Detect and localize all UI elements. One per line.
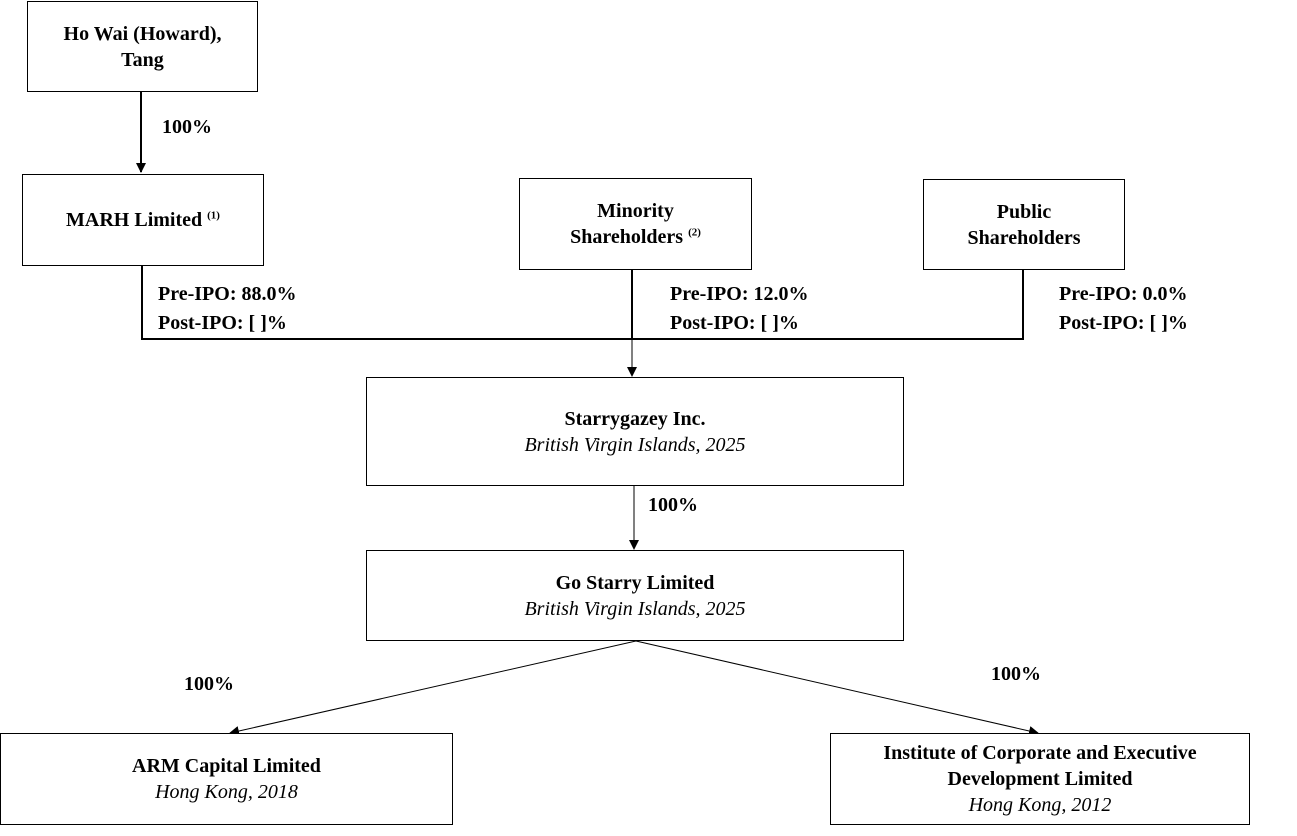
entity-icedl: Institute of Corporate and Executive Dev… [830, 733, 1250, 825]
arrow-gostarry-to-arm [229, 640, 637, 736]
entity-marh: MARH Limited (1) [22, 174, 264, 266]
pre-ipo-label: Pre-IPO: 0.0% [1059, 283, 1188, 305]
minority-ownership: Pre-IPO: 12.0% Post-IPO: [ ]% [670, 280, 809, 338]
post-ipo-label: Post-IPO: [ ]% [670, 312, 799, 334]
marh-ownership: Pre-IPO: 88.0% Post-IPO: [ ]% [158, 280, 297, 338]
entity-minority-shareholders: Minority Shareholders (2) [519, 178, 752, 270]
entity-name: MARH Limited [66, 209, 203, 231]
entity-name: Public Shareholders [967, 200, 1081, 249]
pre-ipo-label: Pre-IPO: 12.0% [670, 283, 809, 305]
post-ipo-label: Post-IPO: [ ]% [158, 312, 287, 334]
entity-detail: Hong Kong, 2012 [968, 794, 1112, 816]
footnote-marker: (1) [207, 209, 220, 222]
entity-name: ARM Capital Limited [132, 755, 321, 777]
pct-howard-to-marh: 100% [162, 116, 212, 138]
footnote-marker: (2) [688, 226, 701, 239]
entity-public-shareholders: Public Shareholders [923, 179, 1125, 270]
entity-go-starry: Go Starry Limited British Virgin Islands… [366, 550, 904, 641]
entity-name: Minority Shareholders [570, 200, 684, 248]
entity-name: Starrygazey Inc. [564, 407, 706, 430]
entity-detail: British Virgin Islands, 2025 [524, 433, 746, 456]
pct-starrygazey-to-gostarry: 100% [648, 494, 698, 516]
pct-gostarry-to-arm: 100% [184, 673, 234, 695]
entity-howard: Ho Wai (Howard), Tang [27, 1, 258, 92]
arrow-gostarry-to-icedl [635, 640, 1039, 736]
entity-arm-capital: ARM Capital Limited Hong Kong, 2018 [0, 733, 453, 825]
entity-name: Ho Wai (Howard), Tang [63, 22, 222, 71]
entity-name: Go Starry Limited [555, 571, 715, 594]
post-ipo-label: Post-IPO: [ ]% [1059, 312, 1188, 334]
entity-starrygazey: Starrygazey Inc. British Virgin Islands,… [366, 377, 904, 486]
pre-ipo-label: Pre-IPO: 88.0% [158, 283, 297, 305]
entity-detail: British Virgin Islands, 2025 [524, 597, 746, 620]
entity-detail: Hong Kong, 2018 [155, 781, 298, 803]
public-ownership: Pre-IPO: 0.0% Post-IPO: [ ]% [1059, 280, 1188, 338]
entity-name: Institute of Corporate and Executive Dev… [883, 742, 1197, 790]
pct-gostarry-to-icedl: 100% [991, 663, 1041, 685]
